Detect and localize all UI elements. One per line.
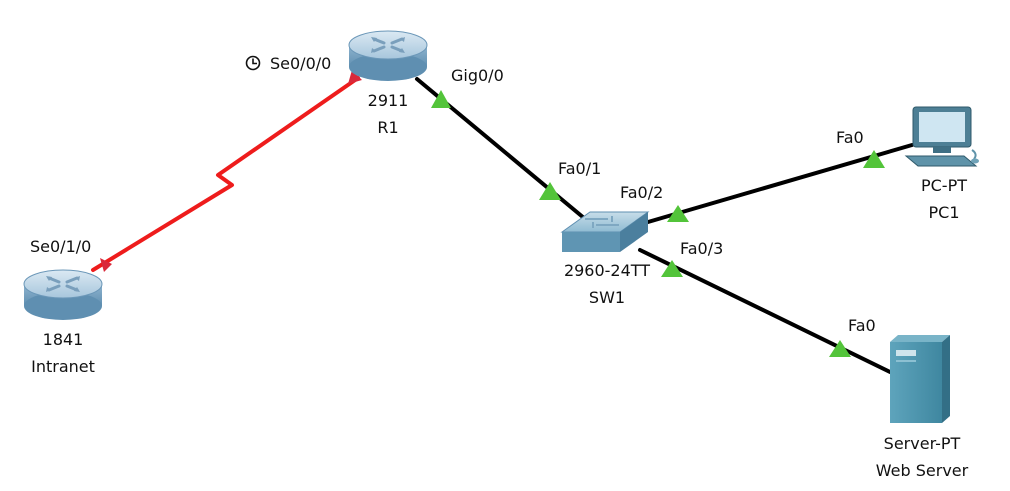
pc-icon: [904, 106, 979, 167]
ethernet-link-sw1-server[interactable]: [638, 248, 892, 374]
sw1-fa03-interface-label: Fa0/3: [680, 239, 723, 258]
sw1-name-label: SW1: [589, 288, 625, 307]
server-model-label: Server-PT: [884, 434, 961, 453]
intranet-model-label: 1841: [43, 330, 84, 349]
link-up-indicator-r1-gig: [431, 90, 451, 108]
r1-serial-interface-label: Se0/0/0: [270, 54, 331, 73]
link-up-indicator-sw1-fa03: [661, 260, 683, 277]
sw1-fa01-interface-label: Fa0/1: [558, 159, 601, 178]
link-indicators: [100, 70, 885, 357]
pc1-model-label: PC-PT: [921, 176, 967, 195]
r1-name-label: R1: [377, 118, 398, 137]
pc1-fa0-interface-label: Fa0: [836, 128, 864, 147]
link-up-indicator-sw1-fa02: [667, 205, 689, 222]
router-icon: [348, 30, 428, 81]
server-fa0-interface-label: Fa0: [848, 316, 876, 335]
ethernet-link-sw1-pc1[interactable]: [646, 143, 914, 224]
server-name-label: Web Server: [876, 461, 969, 480]
r1-gig-interface-label: Gig0/0: [451, 66, 504, 85]
link-up-indicator-pc1-fa0: [863, 150, 885, 168]
r1-model-label: 2911: [368, 91, 409, 110]
intranet-serial-interface-label: Se0/1/0: [30, 237, 91, 256]
switch-icon: [560, 211, 650, 252]
link-up-indicator-server-fa0: [829, 340, 851, 357]
link-up-indicator-sw1-fa01: [539, 182, 561, 200]
device-web-server[interactable]: Server-PT Web Server: [876, 335, 969, 480]
serial-end-marker-r1: [348, 70, 362, 84]
pc1-name-label: PC1: [929, 203, 960, 222]
sw1-fa02-interface-label: Fa0/2: [620, 183, 663, 202]
router-icon: [23, 269, 103, 320]
device-r1[interactable]: 2911 R1: [348, 30, 428, 137]
intranet-name-label: Intranet: [31, 357, 95, 376]
device-pc1[interactable]: PC-PT PC1: [904, 106, 979, 222]
serial-link-intranet-r1[interactable]: [91, 76, 360, 272]
device-intranet[interactable]: 1841 Intranet: [23, 269, 103, 376]
serial-end-marker-intranet: [100, 258, 112, 272]
clock-icon: [245, 55, 261, 71]
server-icon: [890, 335, 950, 423]
sw1-model-label: 2960-24TT: [564, 261, 650, 280]
links-layer: [91, 76, 914, 374]
device-sw1[interactable]: 2960-24TT SW1: [560, 211, 650, 307]
